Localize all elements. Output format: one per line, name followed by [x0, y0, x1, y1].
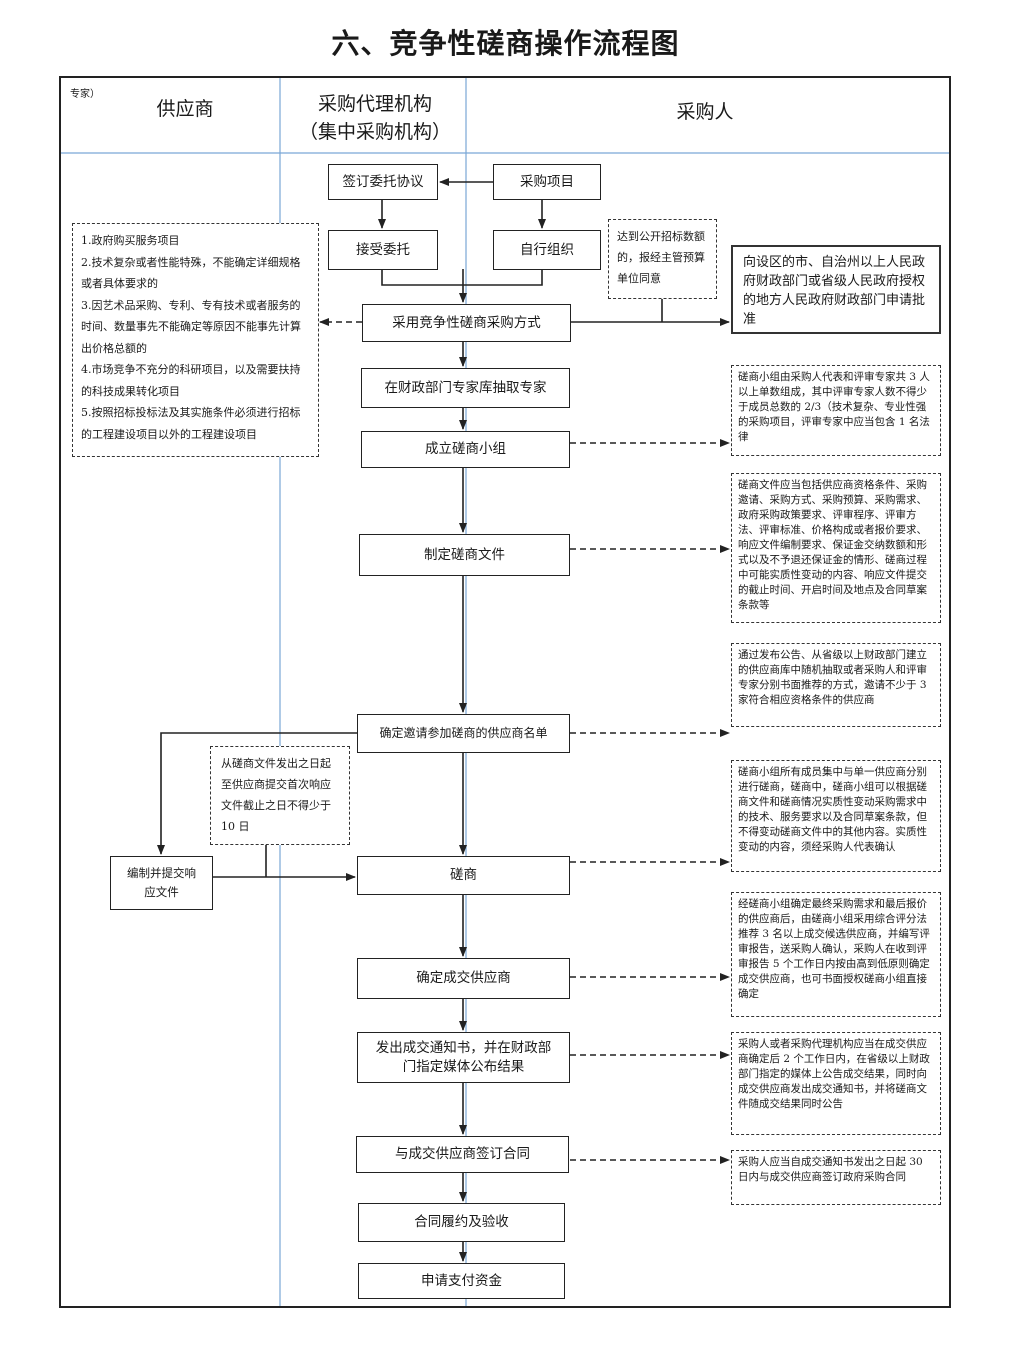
note-consult-rule: 磋商小组所有成员集中与单一供应商分别进行磋商，磋商中，磋商小组可以根据磋商文件和… [731, 760, 941, 872]
node-self-organize: 自行组织 [493, 230, 601, 270]
node-perform-accept: 合同履约及验收 [358, 1203, 565, 1242]
node-procurement-project: 采购项目 [493, 164, 601, 200]
note-contract-rule: 采购人应当自成交通知书发出之日起 30 日内与成交供应商签订政府采购合同 [731, 1150, 941, 1205]
node-draw-experts: 在财政部门专家库抽取专家 [361, 368, 570, 408]
corner-note: 专家） [70, 89, 100, 100]
note-threshold: 达到公开招标数额的，报经主管预算单位同意 [608, 219, 717, 299]
note-approval: 向设区的市、自治州以上人民政府财政部门或省级人民政府授权的地方人民政府财政部门申… [731, 245, 941, 334]
applicable-item: 3.因艺术品采购、专利、专有技术或者服务的时间、数量事先不能确定等原因不能事先计… [81, 298, 301, 355]
applicable-item: 5.按照招标投标法及其实施条件必须进行招标的工程建设项目以外的工程建设项目 [81, 406, 301, 441]
applicable-item: 1.政府购买服务项目 [81, 234, 180, 247]
node-prepare-response: 编制并提交响应文件 [110, 856, 213, 910]
node-consultation: 磋商 [357, 856, 570, 895]
note-time-limit: 从磋商文件发出之日起至供应商提交首次响应文件截止之日不得少于 10 日 [210, 746, 350, 845]
note-select-rule: 经磋商小组确定最终采购需求和最后报价的供应商后，由磋商小组采用综合评分法推荐 3… [731, 892, 941, 1017]
node-apply-payment: 申请支付资金 [358, 1263, 565, 1299]
note-invite-method: 通过发布公告、从省级以上财政部门建立的供应商库中随机抽取或者采购人和评审专家分别… [731, 643, 941, 727]
page-title: 六、竞争性磋商操作流程图 [331, 27, 680, 60]
header-supplier: 供应商 [156, 98, 214, 120]
node-sign-agreement: 签订委托协议 [328, 164, 438, 200]
node-form-group: 成立磋商小组 [361, 431, 570, 468]
node-determine-supplier: 确定成交供应商 [357, 958, 570, 999]
header-agency-line2: （集中采购机构） [298, 121, 451, 143]
applicable-item: 4.市场竞争不充分的科研项目，以及需要扶持的科技成果转化项目 [81, 363, 301, 398]
header-purchaser: 采购人 [676, 101, 734, 123]
header-agency-line1: 采购代理机构 [317, 93, 432, 115]
node-make-docs: 制定磋商文件 [359, 534, 570, 576]
node-accept-entrust: 接受委托 [328, 230, 438, 270]
node-sign-contract: 与成交供应商签订合同 [356, 1136, 569, 1173]
node-issue-notice: 发出成交通知书，并在财政部门指定媒体公布结果 [357, 1032, 570, 1083]
note-applicable-items: 1.政府购买服务项目 2.技术复杂或者性能特殊，不能确定详细规格或者具体要求的 … [72, 223, 319, 457]
note-docs-content: 磋商文件应当包括供应商资格条件、采购邀请、采购方式、采购预算、采购需求、政府采购… [731, 473, 941, 623]
node-determine-list: 确定邀请参加磋商的供应商名单 [357, 714, 570, 753]
flowchart-frame [59, 76, 951, 1308]
header-agency: 采购代理机构 （集中采购机构） [290, 90, 460, 146]
note-notice-rule: 采购人或者采购代理机构应当在成交供应商确定后 2 个工作日内，在省级以上财政部门… [731, 1032, 941, 1135]
node-adopt-method: 采用竞争性磋商采购方式 [362, 304, 571, 342]
applicable-item: 2.技术复杂或者性能特殊，不能确定详细规格或者具体要求的 [81, 255, 301, 291]
note-group-rule: 磋商小组由采购人代表和评审专家共 3 人以上单数组成，其中评审专家人数不得少于成… [731, 365, 941, 456]
